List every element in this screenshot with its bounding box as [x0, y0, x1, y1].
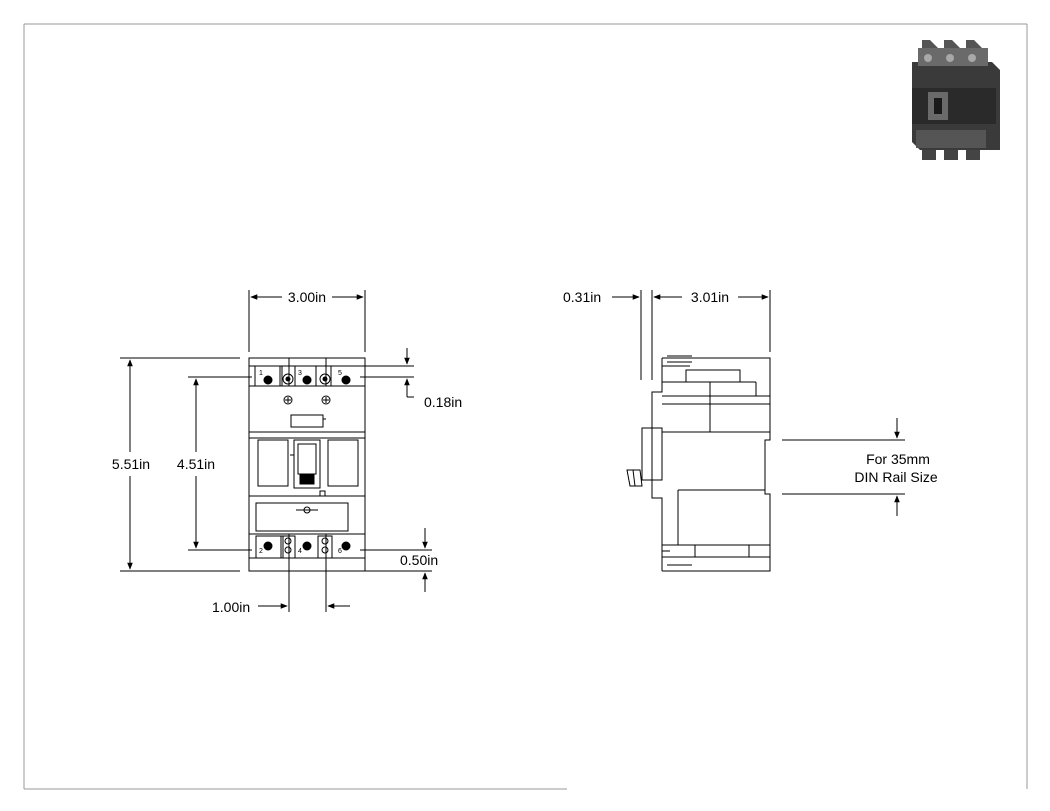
dim-depth: 3.01in [691, 289, 729, 305]
top-terminal-numbers: 1 3 5 [259, 370, 342, 377]
dim-height-terminals: 4.51in [177, 456, 215, 472]
terminal-number: 2 [259, 548, 263, 555]
terminal-number: 3 [298, 370, 302, 377]
front-view [248, 357, 366, 572]
front-dimension-labels: 3.00in 5.51in 4.51in 0.18in 0.50in 1.00i… [112, 289, 462, 615]
terminal-number: 1 [259, 370, 263, 377]
terminal-number: 4 [298, 548, 302, 555]
dim-bottom-offset: 0.50in [400, 552, 438, 568]
terminal-number: 5 [338, 370, 342, 377]
dim-side-protrusion: 0.31in [563, 289, 601, 305]
dim-width-front: 3.00in [288, 289, 326, 305]
bottom-terminal-numbers: 2 4 6 [259, 548, 342, 555]
dim-terminal-pitch: 1.00in [212, 599, 250, 615]
side-dimension-labels: 0.31in 3.01in For 35mm DIN Rail Size [563, 289, 938, 485]
product-thumbnail [912, 40, 1000, 160]
side-dimensions [612, 290, 905, 516]
dim-top-offset: 0.18in [424, 394, 462, 410]
terminal-number: 6 [338, 548, 342, 555]
front-dimensions [120, 290, 432, 612]
sheet-border [23, 23, 1028, 790]
dim-height-overall: 5.51in [112, 456, 150, 472]
din-rail-note-line1: For 35mm [866, 451, 930, 467]
side-view [626, 355, 771, 572]
din-rail-note-line2: DIN Rail Size [854, 469, 937, 485]
